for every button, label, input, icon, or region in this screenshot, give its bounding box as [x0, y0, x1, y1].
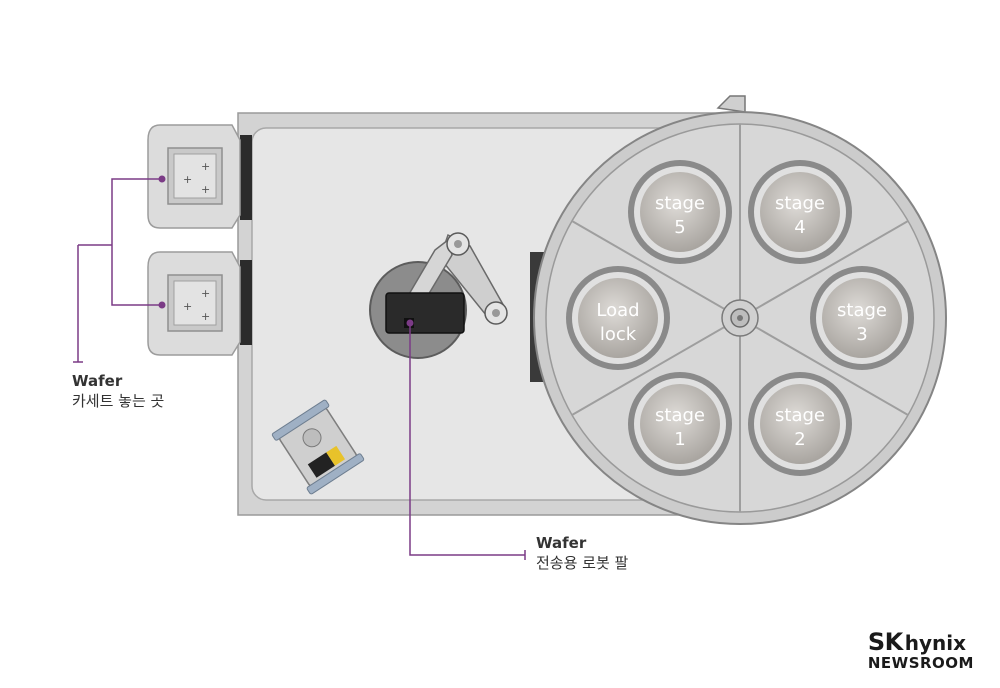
robot-callout-line1: Wafer	[536, 534, 587, 552]
svg-text:+: +	[201, 310, 210, 323]
brand-newsroom: NEWSROOM	[867, 654, 974, 672]
stage1-label-line2: 1	[674, 429, 685, 450]
loadlock-label-line1: Load	[596, 300, 639, 321]
sensor-module	[271, 399, 365, 495]
stage5-label-line1: stage	[655, 193, 705, 214]
stage2-label-line1: stage	[775, 405, 825, 426]
robot-callout-line	[409, 323, 526, 560]
stage4-label-line2: 4	[794, 217, 805, 238]
stage2-label-line2: 2	[794, 429, 805, 450]
station-stage4: stage 4	[748, 160, 852, 264]
svg-text:+: +	[183, 173, 192, 186]
station-stage2: stage 2	[748, 372, 852, 476]
robot-callout-label: Wafer 전송용 로봇 팔	[536, 533, 628, 573]
station-stage3: stage 3	[810, 266, 914, 370]
cassette-callout-label: Wafer 카세트 놓는 곳	[72, 371, 164, 411]
stage1-label-line1: stage	[655, 405, 705, 426]
svg-text:+: +	[201, 183, 210, 196]
robot-callout-line2: 전송용 로봇 팔	[536, 554, 629, 572]
cassette-port-bottom: + + +	[147, 251, 241, 356]
stage5-label-line2: 5	[674, 217, 685, 238]
station-stage5: stage 5	[628, 160, 732, 264]
cassette-port-top: + + +	[147, 124, 241, 229]
station-stage1: stage 1	[628, 372, 732, 476]
cassette-callout-line1: Wafer	[72, 372, 123, 390]
loadlock-label-line2: lock	[600, 324, 637, 345]
cassette-callout-line	[73, 178, 162, 363]
station-loadlock: Load lock	[566, 266, 670, 370]
brand-hynix: hynix	[904, 631, 967, 655]
cassette-callout-line2: 카세트 놓는 곳	[72, 392, 165, 410]
svg-text:+: +	[183, 300, 192, 313]
cassette-callout-dot-bottom	[158, 301, 166, 309]
svg-text:+: +	[201, 287, 210, 300]
robot-callout-dot	[406, 319, 414, 327]
stage4-label-line1: stage	[775, 193, 825, 214]
stage3-label-line2: 3	[856, 324, 867, 345]
robot-arm	[369, 232, 508, 359]
brand-sk: SK	[867, 628, 903, 656]
cassette-callout-dot-top	[158, 175, 166, 183]
stage3-label-line1: stage	[837, 300, 887, 321]
svg-text:+: +	[201, 160, 210, 173]
